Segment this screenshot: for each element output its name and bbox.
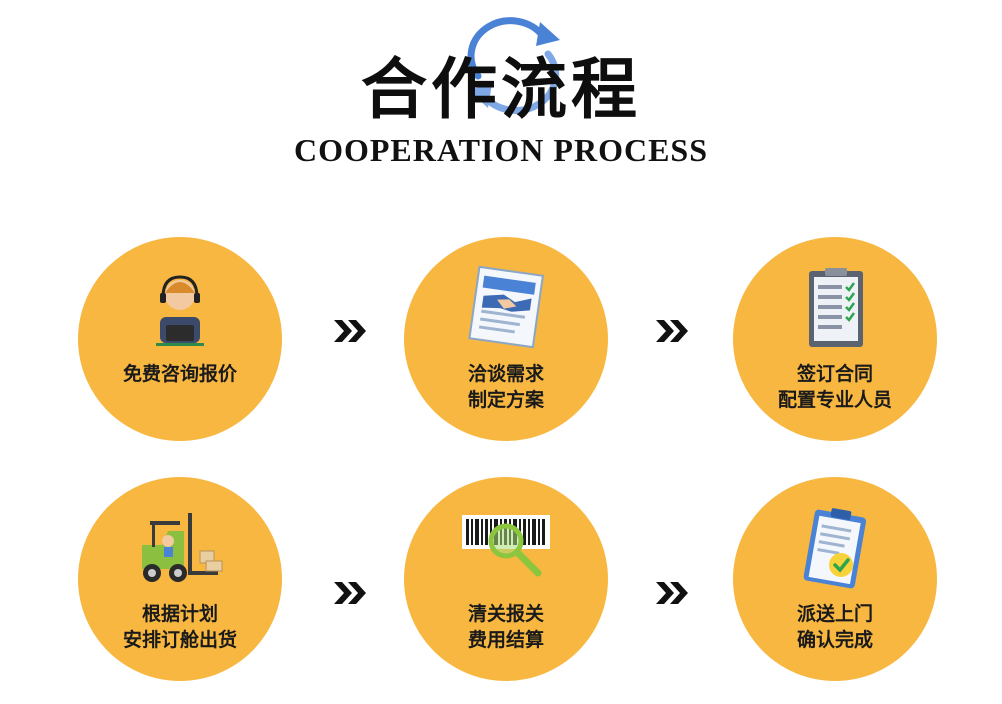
step-sign-contract: 签订合同 配置专业人员 (733, 237, 937, 441)
double-chevron-right-icon (656, 582, 688, 604)
step-schedule-shipment: 根据计划 安排订舱出货 (78, 477, 282, 681)
step-customs-clearance: 清关报关 费用结算 (404, 477, 608, 681)
step-label-line2: 费用结算 (467, 629, 544, 651)
step-label-line1: 根据计划 (141, 603, 218, 625)
customer-service-agent-icon (156, 275, 204, 346)
step-label-line1: 清关报关 (467, 603, 544, 625)
step-label-line1: 派送上门 (796, 603, 873, 625)
step-label-line2: 配置专业人员 (777, 389, 892, 411)
forklift-icon (142, 513, 223, 582)
page-subtitle: COOPERATION PROCESS (293, 132, 708, 168)
double-chevron-right-icon (334, 582, 366, 604)
contract-checklist-icon (809, 268, 863, 347)
clipboard-check-icon (803, 508, 867, 589)
page-title: 合作流程 (361, 50, 641, 128)
step-label-line2: 制定方案 (467, 389, 544, 411)
double-chevron-right-icon (656, 320, 688, 342)
step-door-delivery: 派送上门 确认完成 (733, 477, 937, 681)
step-label-line2: 安排订舱出货 (122, 629, 237, 651)
handshake-icon (468, 265, 544, 349)
refresh-cycle-icon (467, 17, 560, 114)
step-free-consultation: 免费咨询报价 (78, 237, 282, 441)
barcode-magnifier-icon (462, 515, 550, 577)
step-label-line1: 签订合同 (796, 363, 873, 385)
step-label-line1: 洽谈需求 (467, 363, 544, 385)
header: 合作流程 COOPERATION PROCESS (0, 0, 1002, 180)
step-negotiate-requirements: 洽谈需求 制定方案 (404, 237, 608, 441)
step-label: 免费咨询报价 (122, 363, 237, 385)
step-label-line2: 确认完成 (796, 629, 873, 651)
double-chevron-right-icon (334, 320, 366, 342)
